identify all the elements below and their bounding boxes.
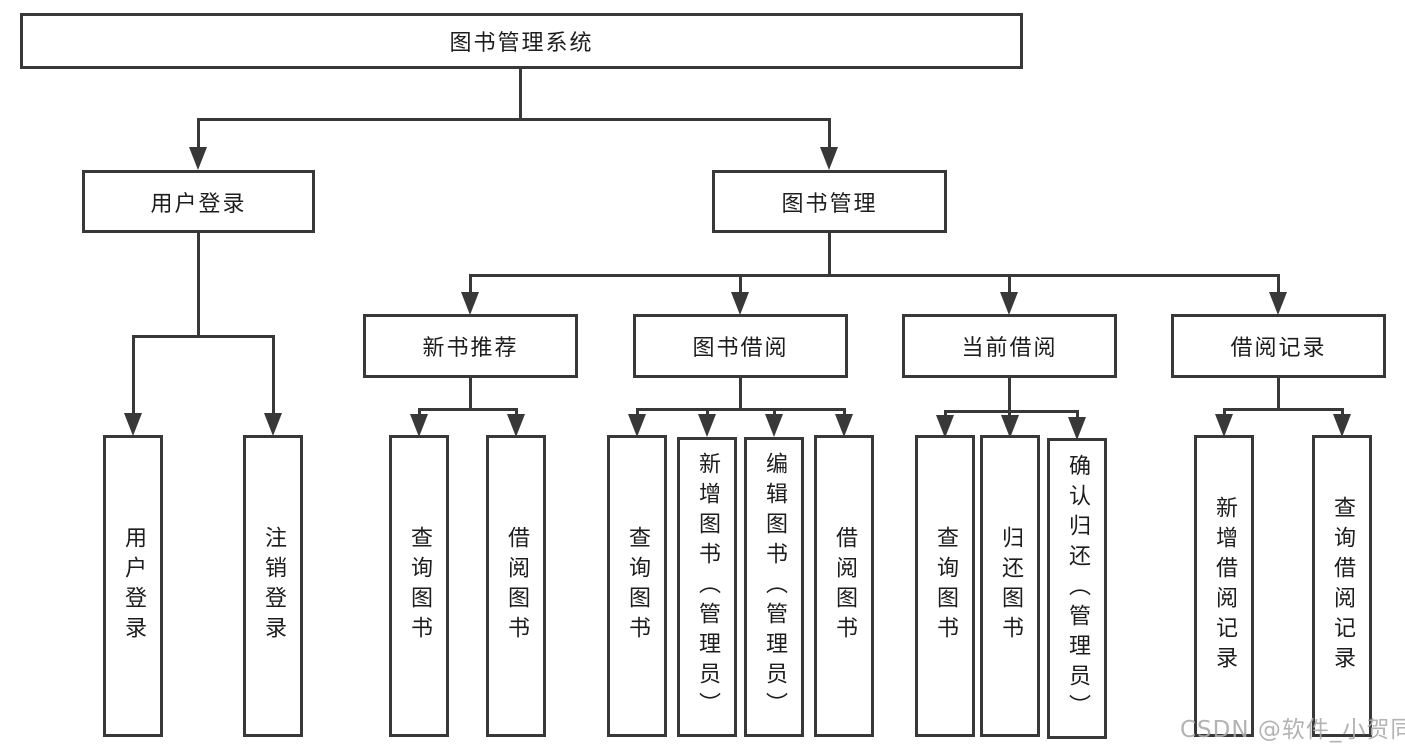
connector-current-shaft bbox=[1008, 274, 1011, 294]
connector-login-leaf2-shaft bbox=[272, 335, 275, 415]
node-borrow-label: 图书借阅 bbox=[692, 336, 789, 361]
connector-user-login-shaft bbox=[197, 118, 200, 151]
node-book-management: 图书管理 bbox=[712, 170, 947, 233]
connector-borrow-shaft bbox=[739, 274, 742, 294]
arrowhead-login-leaf1 bbox=[124, 413, 142, 436]
leaf-bb-edit-books-admin: 编辑图书（管理员） bbox=[744, 437, 804, 737]
connector-bb-leaf3-shaft bbox=[773, 408, 776, 418]
connector-bb-leaf4-shaft bbox=[843, 408, 846, 418]
arrowhead-borrow bbox=[731, 292, 749, 315]
arrowhead-login-leaf2 bbox=[264, 413, 282, 436]
node-root: 图书管理系统 bbox=[20, 13, 1023, 69]
connector-br-leaf1-shaft bbox=[1223, 408, 1226, 418]
connector-borrow-rail bbox=[636, 408, 845, 411]
leaf-br-add-record-label: 新增借阅记录 bbox=[1212, 496, 1237, 676]
arrowhead-bb-leaf1 bbox=[628, 414, 646, 437]
connector-current-rail bbox=[944, 410, 1078, 413]
leaf-br-query-record: 查询借阅记录 bbox=[1312, 435, 1372, 737]
node-user-login-label: 用户登录 bbox=[150, 191, 247, 217]
leaf-nb-query-books: 查询图书 bbox=[389, 435, 449, 737]
node-new-book-recommendation: 新书推荐 bbox=[363, 314, 578, 378]
watermark: CSDN @软件_小贺同学 bbox=[1180, 717, 1405, 743]
connector-book-mgmt-shaft bbox=[828, 118, 831, 151]
connector-borrow-stem bbox=[739, 376, 742, 410]
leaf-br-query-record-label: 查询借阅记录 bbox=[1330, 496, 1355, 676]
node-records-label: 借阅记录 bbox=[1230, 336, 1327, 361]
arrowhead-bb-leaf3 bbox=[765, 414, 783, 437]
arrowhead-br-leaf1 bbox=[1215, 414, 1233, 437]
arrowhead-cb-leaf1 bbox=[936, 415, 954, 438]
node-new-book-label: 新书推荐 bbox=[422, 336, 519, 361]
connector-nb-leaf2-shaft bbox=[515, 408, 518, 418]
arrowhead-new-book bbox=[461, 292, 479, 315]
arrowhead-current bbox=[1000, 292, 1018, 315]
connector-login-leaf1-shaft bbox=[132, 335, 135, 415]
node-book-management-label: 图书管理 bbox=[781, 191, 878, 217]
leaf-logout: 注销登录 bbox=[243, 435, 303, 737]
arrowhead-nb-leaf1 bbox=[410, 414, 428, 437]
arrowhead-cb-leaf3 bbox=[1068, 417, 1086, 440]
leaf-user-login-label: 用户登录 bbox=[121, 526, 146, 646]
arrowhead-nb-leaf2 bbox=[507, 414, 525, 437]
connector-user-login-stem bbox=[197, 231, 200, 337]
leaf-cb-return-books-label: 归还图书 bbox=[998, 526, 1023, 646]
connector-new-book-stem bbox=[469, 376, 472, 410]
node-current-label: 当前借阅 bbox=[961, 336, 1058, 361]
node-borrowing-records: 借阅记录 bbox=[1171, 314, 1386, 378]
leaf-nb-query-books-label: 查询图书 bbox=[407, 526, 432, 646]
node-book-borrowing: 图书借阅 bbox=[633, 314, 848, 378]
connector-nb-leaf1-shaft bbox=[418, 408, 421, 418]
arrowhead-book-mgmt bbox=[820, 147, 838, 170]
connector-user-login-rail bbox=[132, 335, 275, 338]
connector-current-stem bbox=[1008, 376, 1011, 412]
connector-new-book-shaft bbox=[469, 274, 472, 294]
connector-new-book-rail bbox=[418, 408, 518, 411]
connector-records-stem bbox=[1277, 376, 1280, 410]
connector-root-stem bbox=[519, 66, 522, 119]
leaf-cb-query-books-label: 查询图书 bbox=[933, 526, 958, 646]
node-root-label: 图书管理系统 bbox=[449, 31, 594, 56]
leaf-logout-label: 注销登录 bbox=[261, 526, 286, 646]
connector-bb-leaf2-shaft bbox=[706, 408, 709, 418]
leaf-cb-return-books: 归还图书 bbox=[980, 435, 1040, 737]
node-current-borrowing: 当前借阅 bbox=[902, 314, 1117, 378]
leaf-bb-edit-books-admin-label: 编辑图书（管理员） bbox=[762, 452, 787, 722]
leaf-bb-borrow-books-label: 借阅图书 bbox=[832, 526, 857, 646]
connector-cb-leaf1-shaft bbox=[944, 410, 947, 418]
connector-level2-rail bbox=[197, 118, 831, 121]
connector-bb-leaf1-shaft bbox=[636, 408, 639, 418]
leaf-cb-confirm-return-admin-label: 确认归还（管理员） bbox=[1065, 453, 1090, 724]
node-user-login: 用户登录 bbox=[82, 170, 315, 233]
arrowhead-user-login bbox=[189, 147, 207, 170]
leaf-bb-add-books-admin-label: 新增图书（管理员） bbox=[695, 452, 720, 722]
leaf-br-add-record: 新增借阅记录 bbox=[1194, 435, 1254, 737]
leaf-nb-borrow-books: 借阅图书 bbox=[486, 435, 546, 737]
leaf-cb-query-books: 查询图书 bbox=[915, 435, 975, 737]
arrowhead-bb-leaf2 bbox=[698, 414, 716, 437]
arrowhead-records bbox=[1269, 292, 1287, 315]
arrowhead-bb-leaf4 bbox=[835, 414, 853, 437]
connector-records-shaft bbox=[1277, 274, 1280, 294]
arrowhead-br-leaf2 bbox=[1333, 414, 1351, 437]
connector-level3-rail bbox=[469, 274, 1280, 277]
leaf-bb-add-books-admin: 新增图书（管理员） bbox=[677, 437, 737, 737]
connector-cb-leaf3-shaft bbox=[1076, 410, 1079, 418]
arrowhead-cb-leaf2 bbox=[1001, 415, 1019, 438]
connector-br-leaf2-shaft bbox=[1341, 408, 1344, 418]
leaf-bb-query-books: 查询图书 bbox=[607, 435, 667, 737]
leaf-cb-confirm-return-admin: 确认归还（管理员） bbox=[1047, 438, 1107, 739]
connector-records-rail bbox=[1223, 408, 1343, 411]
leaf-nb-borrow-books-label: 借阅图书 bbox=[504, 526, 529, 646]
connector-book-mgmt-stem bbox=[828, 231, 831, 276]
leaf-bb-query-books-label: 查询图书 bbox=[625, 526, 650, 646]
connector-cb-leaf2-shaft bbox=[1008, 410, 1011, 418]
leaf-bb-borrow-books: 借阅图书 bbox=[814, 435, 874, 737]
leaf-user-login: 用户登录 bbox=[103, 435, 163, 737]
